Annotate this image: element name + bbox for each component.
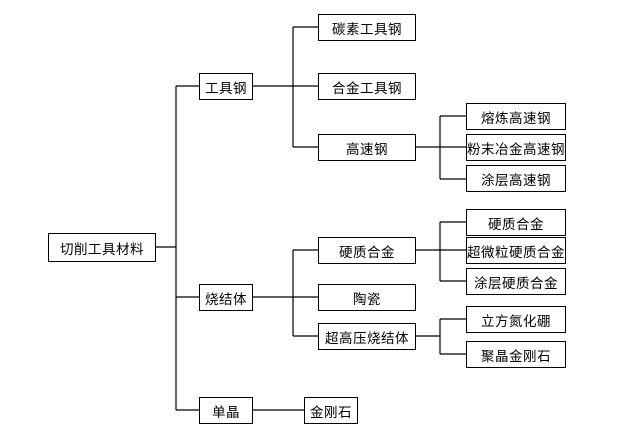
- node-diamond: 金刚石: [304, 397, 358, 424]
- node-ultrafine-carbide: 超微粒硬质合金: [466, 237, 566, 264]
- node-tool-steel: 工具钢: [199, 73, 253, 100]
- node-pcd: 聚晶金刚石: [466, 341, 566, 368]
- node-ceramic: 陶瓷: [318, 284, 416, 311]
- node-coated-hss: 涂层高速钢: [466, 165, 566, 192]
- node-carbide: 硬质合金: [466, 209, 566, 236]
- node-sintered: 烧结体: [199, 284, 253, 311]
- node-alloy-tool-steel: 合金工具钢: [318, 73, 416, 100]
- node-cemented-carbide: 硬质合金: [318, 237, 416, 264]
- node-coated-carbide: 涂层硬质合金: [466, 268, 566, 295]
- node-pm-hss: 粉末冶金高速钢: [466, 134, 566, 161]
- node-cbn: 立方氮化硼: [466, 306, 566, 333]
- node-superhard-sintered: 超高压烧结体: [318, 323, 416, 350]
- node-carbon-tool-steel: 碳素工具钢: [318, 14, 416, 41]
- node-root: 切削工具材料: [48, 233, 156, 262]
- node-melted-hss: 熔炼高速钢: [466, 103, 566, 130]
- node-high-speed-steel: 高速钢: [318, 134, 416, 161]
- node-single-crystal: 单晶: [199, 397, 253, 424]
